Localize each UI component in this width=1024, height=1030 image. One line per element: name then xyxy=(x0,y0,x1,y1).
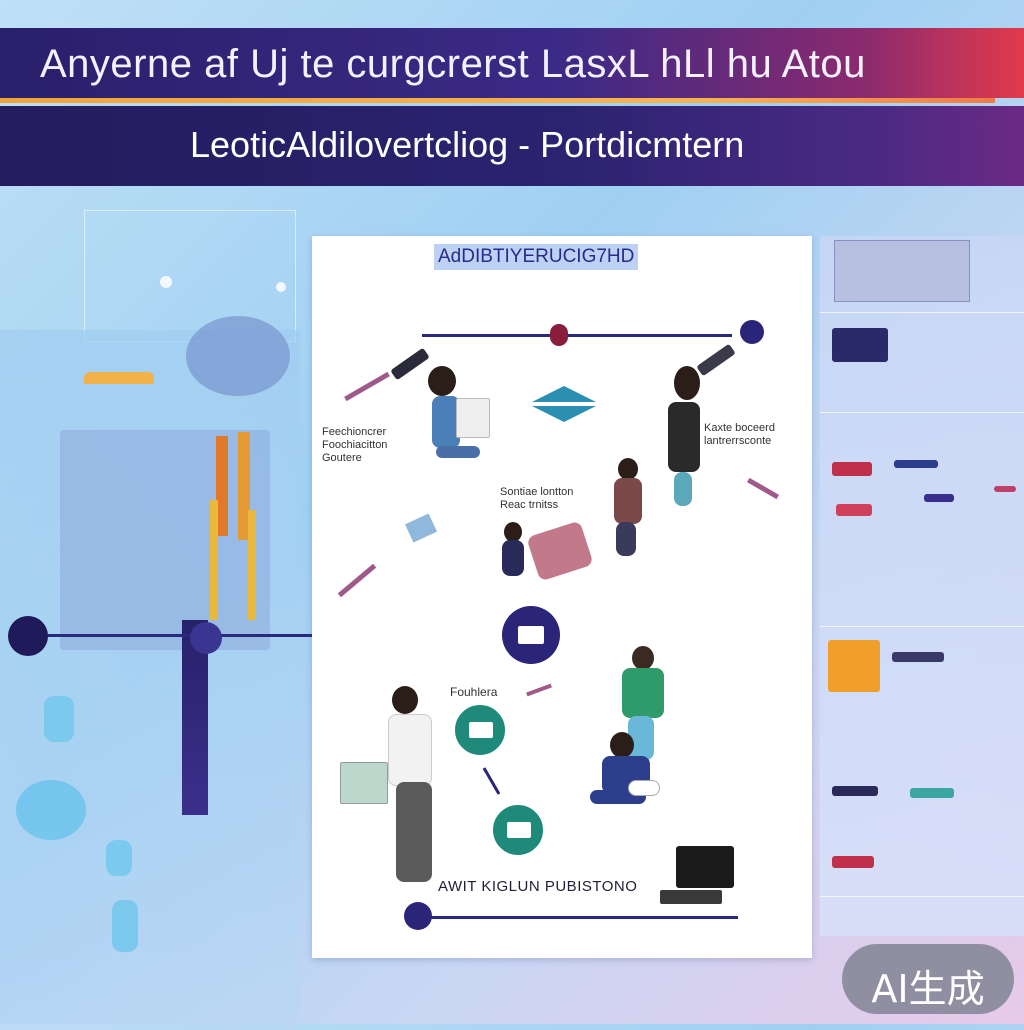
row-divider xyxy=(820,896,1024,897)
person-body xyxy=(432,396,460,448)
hub-icon xyxy=(518,626,544,644)
person-head xyxy=(674,366,700,400)
pen-icon xyxy=(337,563,377,598)
document-page: AdDIBTIYERUCIG7HD Feechioncrer Foochiaci… xyxy=(312,236,812,958)
machine-tower xyxy=(216,436,228,536)
title-banner: Anyerne af Uj te curgcrerst LasxL hLl hu… xyxy=(0,28,1024,98)
person-head xyxy=(428,366,456,396)
person-legs xyxy=(396,782,432,882)
right-sidebar-panel xyxy=(820,236,1024,936)
person-head xyxy=(392,686,418,714)
row-divider xyxy=(820,312,1024,313)
flow-arrow xyxy=(482,767,501,795)
person-legs xyxy=(436,446,480,458)
cloud-shape xyxy=(186,316,290,396)
bundle-illustration xyxy=(526,520,594,582)
ai-generated-badge: AI生成 xyxy=(842,944,1014,1014)
capsule-shape xyxy=(112,900,138,952)
paper-icon xyxy=(404,513,438,543)
pen-icon xyxy=(747,477,779,500)
person-head xyxy=(632,646,654,670)
pin-node xyxy=(190,622,222,654)
flow-node-bottom xyxy=(490,802,546,858)
pen-icon xyxy=(994,486,1016,492)
device-illustration xyxy=(834,240,970,302)
row-divider xyxy=(820,412,1024,413)
flow-node-top xyxy=(452,702,508,758)
person-head xyxy=(618,458,638,480)
red-chip-icon xyxy=(832,856,874,868)
left-pin-node xyxy=(8,616,48,656)
pen-icon xyxy=(344,371,390,402)
orange-arc xyxy=(84,372,154,384)
capsule-shape xyxy=(44,696,74,742)
person-body xyxy=(388,714,432,786)
screen-icon xyxy=(832,328,888,362)
diamond-bottom xyxy=(532,406,596,422)
tool-icon xyxy=(832,786,878,796)
man-sitting-illustration xyxy=(582,732,672,832)
bottom-timeline xyxy=(418,916,738,919)
top-timeline xyxy=(422,334,732,337)
person-legs xyxy=(674,472,692,506)
tool-icon xyxy=(892,652,944,662)
person-legs xyxy=(616,522,636,556)
ai-generated-label: AI生成 xyxy=(871,967,985,1011)
woman-with-papers-illustration xyxy=(340,686,450,896)
glow-dot xyxy=(276,282,286,292)
tool-icon xyxy=(924,494,954,502)
pen-icon xyxy=(526,683,552,697)
card-icon xyxy=(507,822,531,838)
left-caption: Feechioncrer Foochiacitton Goutere xyxy=(322,426,388,464)
timeline-end-node xyxy=(740,320,764,344)
red-chip-icon xyxy=(836,504,872,516)
tool-icon xyxy=(894,460,938,468)
card-icon xyxy=(469,722,493,738)
papers-icon xyxy=(340,762,388,804)
man-standing-illustration xyxy=(608,646,688,766)
machine-illustration xyxy=(60,430,270,650)
teal-chip-icon xyxy=(910,788,954,798)
person-head xyxy=(610,732,634,758)
row-divider xyxy=(820,626,1024,627)
center-caption: Sontiae lontton Reac trnitss xyxy=(500,486,574,511)
bottom-timeline-node xyxy=(404,902,432,930)
person-head xyxy=(504,522,522,542)
laptop-icon xyxy=(628,780,660,796)
subtitle-banner: LeoticAldilovertcliog - Portdicmtern xyxy=(0,106,1024,186)
glow-dot xyxy=(160,276,172,288)
person-reading-illustration xyxy=(422,366,512,486)
machine-pipe xyxy=(210,500,218,620)
person-body xyxy=(622,668,664,718)
keyboard-icon xyxy=(660,890,722,904)
document-heading: AdDIBTIYERUCIG7HD xyxy=(434,244,639,270)
book-icon xyxy=(456,398,490,438)
person-standing-illustration xyxy=(652,366,722,516)
diamond-top xyxy=(532,386,596,402)
accent-divider xyxy=(0,98,995,103)
person-body xyxy=(668,402,700,472)
machine-tower xyxy=(238,432,250,540)
right-caption: Kaxte boceerd lantrerrsconte xyxy=(704,422,775,447)
orange-card-icon xyxy=(828,640,880,692)
timeline-marker xyxy=(550,324,568,346)
person-group-illustration xyxy=(492,456,652,606)
page-title: Anyerne af Uj te curgcrerst LasxL hLl hu… xyxy=(40,42,866,86)
computer-icon xyxy=(676,846,734,888)
document-footer: AWIT KIGLUN PUBISTONO xyxy=(438,878,638,895)
person-body xyxy=(502,540,524,576)
red-chip-icon xyxy=(832,462,872,476)
capsule-shape xyxy=(106,840,132,876)
person-body xyxy=(614,478,642,524)
bubble-shape xyxy=(16,780,86,840)
page-subtitle: LeoticAldilovertcliog - Portdicmtern xyxy=(190,124,745,165)
machine-pipe xyxy=(248,510,256,620)
lower-caption: Fouhlera xyxy=(450,685,498,699)
